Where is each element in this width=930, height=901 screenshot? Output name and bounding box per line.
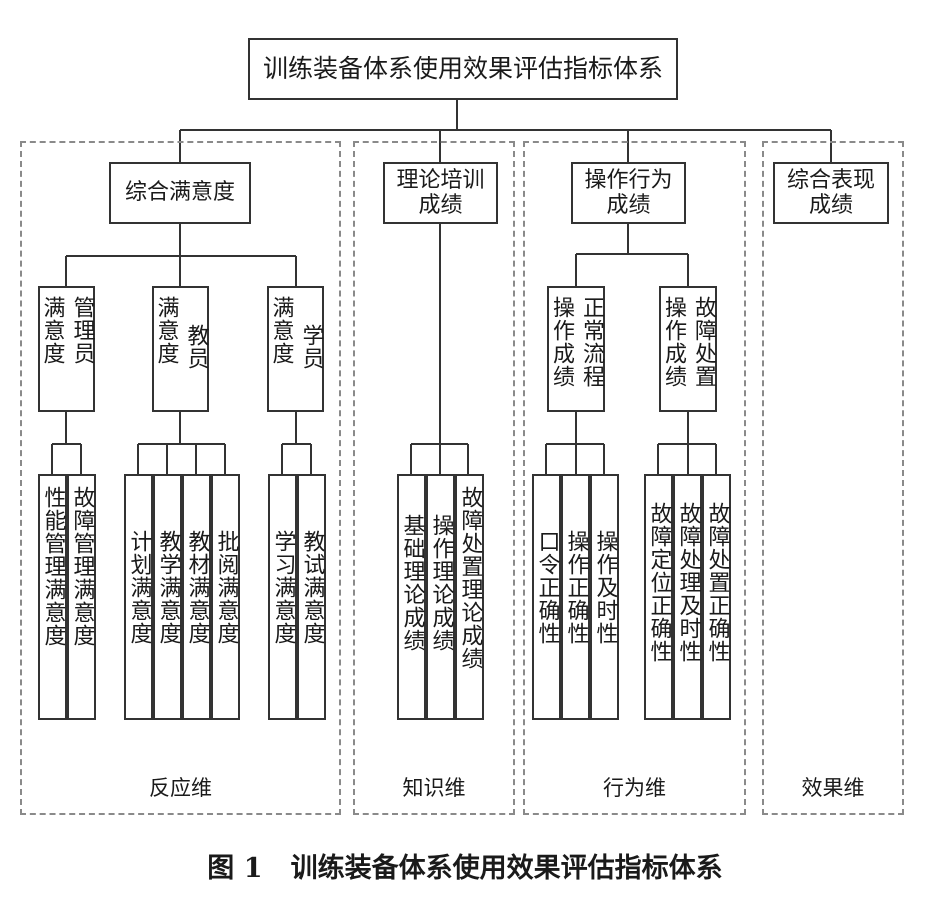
student-satisfaction-col-a: 学员 bbox=[298, 324, 324, 370]
learning-satisfaction-leaf: 学习满意度 bbox=[268, 474, 297, 720]
admin-satisfaction-node: 管理员 满意度 bbox=[38, 286, 95, 412]
fault-handling-col-a: 故障处置 bbox=[691, 296, 716, 388]
operation-timeliness-leaf: 操作及时性 bbox=[590, 474, 619, 720]
fault-handling-col-b: 操作成绩 bbox=[661, 296, 686, 388]
fault-handling-operation-node: 故障处置 操作成绩 bbox=[659, 286, 717, 412]
basic-theory-score-leaf: 基础理论成绩 bbox=[397, 474, 426, 720]
textbook-satisfaction-leaf: 教材满意度 bbox=[182, 474, 211, 720]
fault-mgmt-satisfaction-leaf: 故障管理满意度 bbox=[67, 474, 96, 720]
behavior-head-node: 操作行为 成绩 bbox=[571, 162, 686, 224]
normal-flow-operation-node: 正常流程 操作成绩 bbox=[547, 286, 605, 412]
teacher-satisfaction-col-b: 满意度 bbox=[153, 296, 179, 365]
effect-head-node: 综合表现 成绩 bbox=[773, 162, 889, 224]
plan-satisfaction-leaf: 计划满意度 bbox=[124, 474, 153, 720]
teacher-satisfaction-node: 教员 满意度 bbox=[152, 286, 209, 412]
fault-location-correctness-leaf: 故障定位正确性 bbox=[644, 474, 673, 720]
teacher-satisfaction-col-a: 教员 bbox=[183, 324, 209, 370]
normal-flow-col-b: 操作成绩 bbox=[549, 296, 574, 388]
command-correctness-leaf: 口令正确性 bbox=[532, 474, 561, 720]
knowledge-dimension-label: 知识维 bbox=[402, 776, 466, 800]
student-satisfaction-node: 学员 满意度 bbox=[267, 286, 324, 412]
performance-mgmt-satisfaction-leaf: 性能管理满意度 bbox=[38, 474, 67, 720]
grading-satisfaction-leaf: 批阅满意度 bbox=[211, 474, 240, 720]
reaction-head-node: 综合满意度 bbox=[109, 162, 251, 224]
effect-dimension-frame bbox=[762, 141, 904, 815]
admin-satisfaction-col-a: 管理员 bbox=[69, 296, 95, 365]
student-satisfaction-col-b: 满意度 bbox=[268, 296, 294, 365]
reaction-dimension-label: 反应维 bbox=[149, 776, 212, 800]
fault-handling-correctness-leaf: 故障处置正确性 bbox=[702, 474, 731, 720]
normal-flow-col-a: 正常流程 bbox=[579, 296, 604, 388]
figure-caption: 图 1 训练装备体系使用效果评估指标体系 bbox=[207, 853, 723, 884]
knowledge-dimension-frame bbox=[353, 141, 515, 815]
effect-dimension-label: 效果维 bbox=[801, 776, 865, 800]
operation-theory-score-leaf: 操作理论成绩 bbox=[426, 474, 455, 720]
behavior-dimension-label: 行为维 bbox=[603, 776, 666, 800]
exam-satisfaction-leaf: 教试满意度 bbox=[297, 474, 326, 720]
reaction-dimension-frame bbox=[20, 141, 341, 815]
teaching-satisfaction-leaf: 教学满意度 bbox=[153, 474, 182, 720]
knowledge-head-node: 理论培训 成绩 bbox=[383, 162, 498, 224]
fault-handling-theory-score-leaf: 故障处置理论成绩 bbox=[455, 474, 484, 720]
admin-satisfaction-col-b: 满意度 bbox=[39, 296, 65, 365]
behavior-dimension-frame bbox=[523, 141, 746, 815]
fault-handling-timeliness-leaf: 故障处理及时性 bbox=[673, 474, 702, 720]
operation-correctness-leaf: 操作正确性 bbox=[561, 474, 590, 720]
root-node: 训练装备体系使用效果评估指标体系 bbox=[248, 38, 678, 100]
